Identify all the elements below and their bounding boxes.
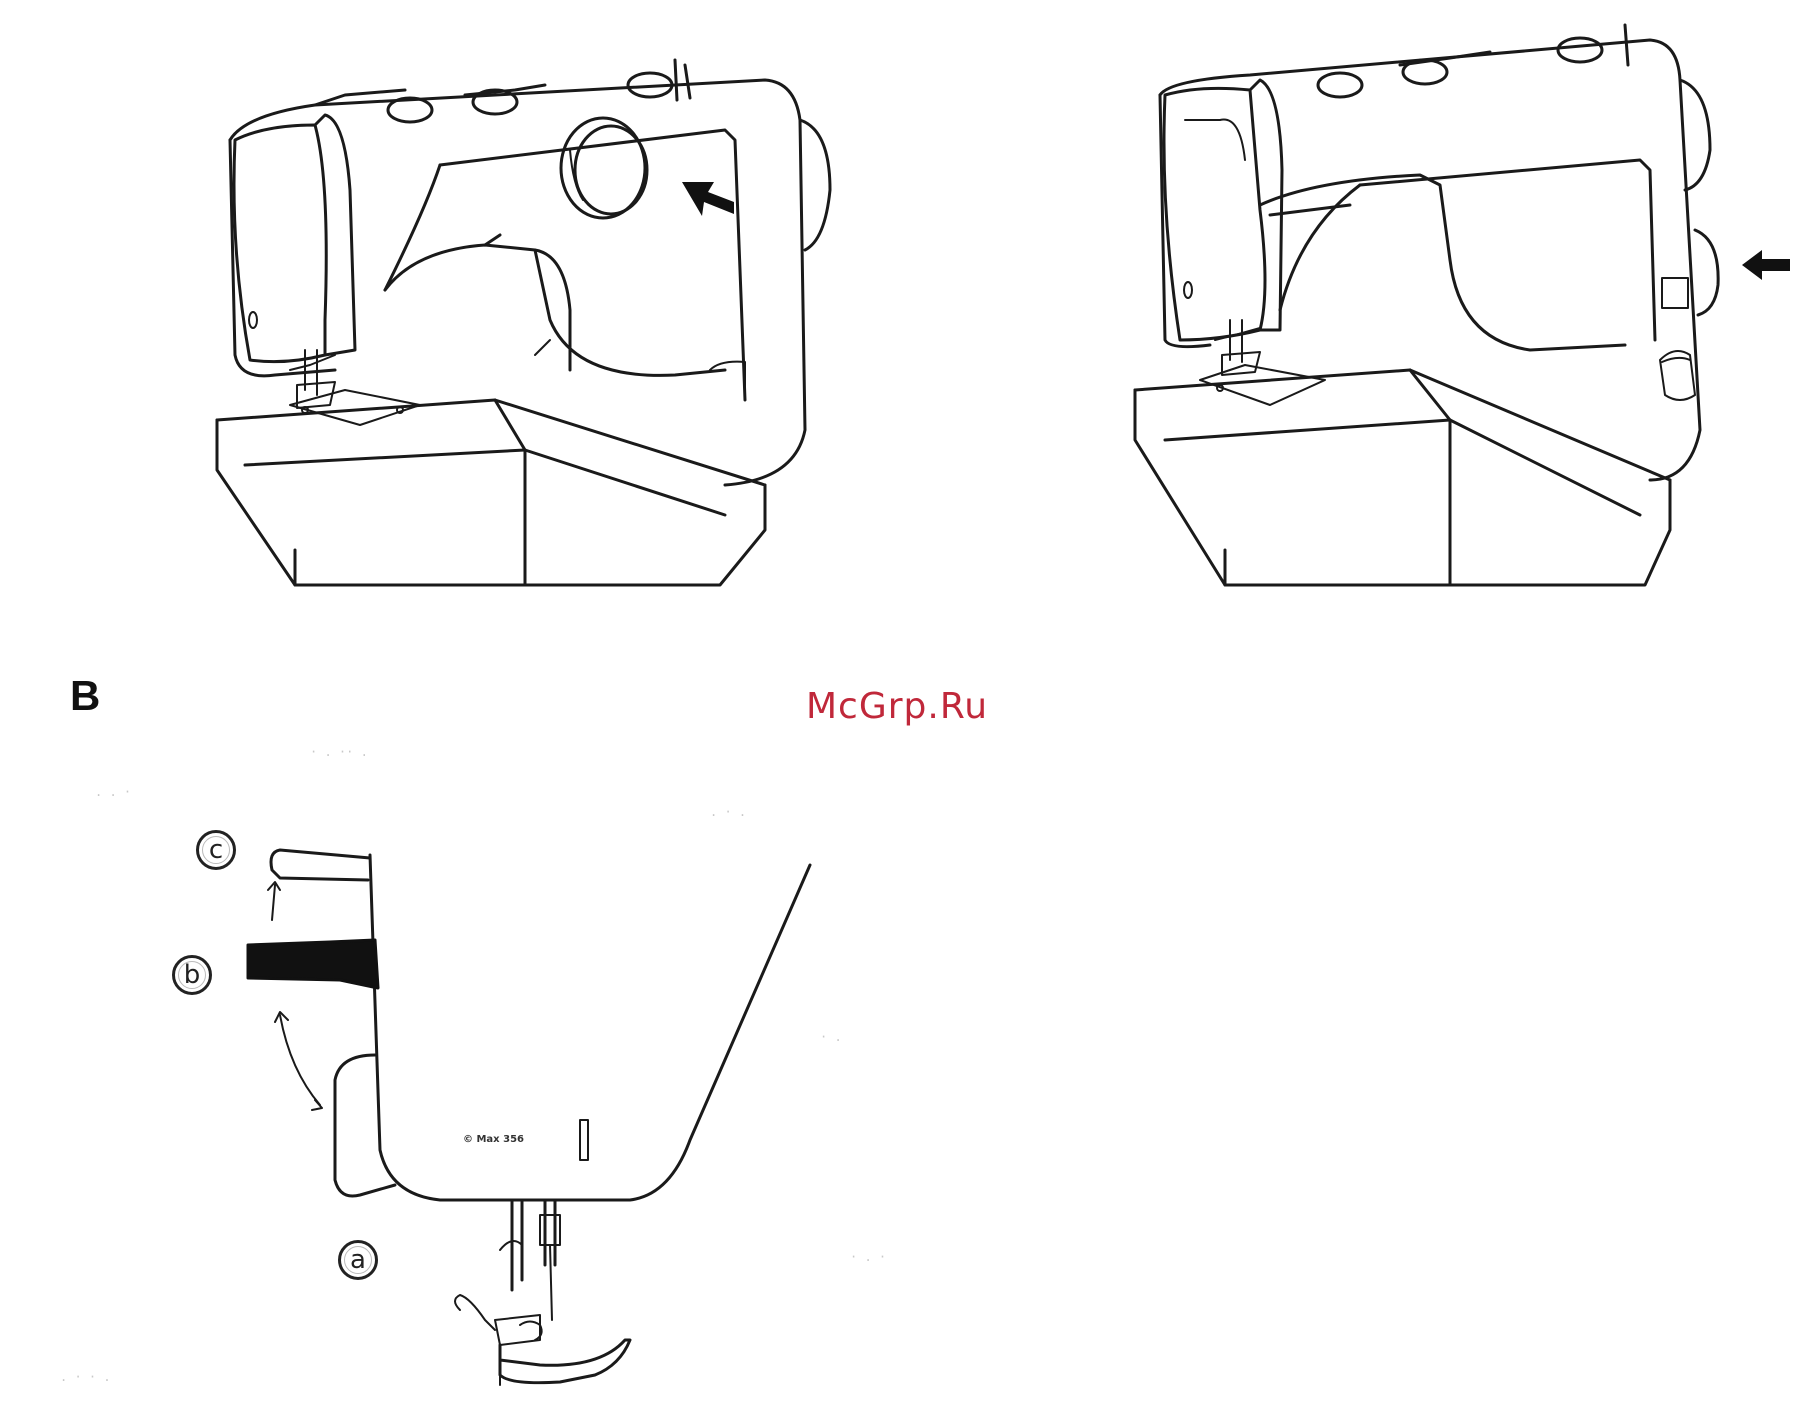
section-letter: B [70,672,100,720]
watermark: McGrp.Ru [806,686,988,727]
scan-speck: . · · . [60,1370,111,1384]
callout-b: b [172,955,212,995]
plate-text: © Max 356 [463,1134,524,1145]
arrow-left-icon [1740,248,1792,282]
sewing-machine-figure-left [205,10,835,590]
callout-c: c [196,830,236,870]
arrow-left-icon [680,178,736,222]
scan-speck: · . · [850,1250,886,1264]
scan-speck: · . [820,1030,842,1044]
scan-speck: . . · [95,785,131,799]
scan-speck: . · . [710,805,746,819]
presser-foot-lever-figure [200,820,840,1400]
sewing-machine-figure-right [1130,10,1730,590]
callout-a: a [338,1240,378,1280]
scan-speck: · . ·· . [310,745,368,759]
